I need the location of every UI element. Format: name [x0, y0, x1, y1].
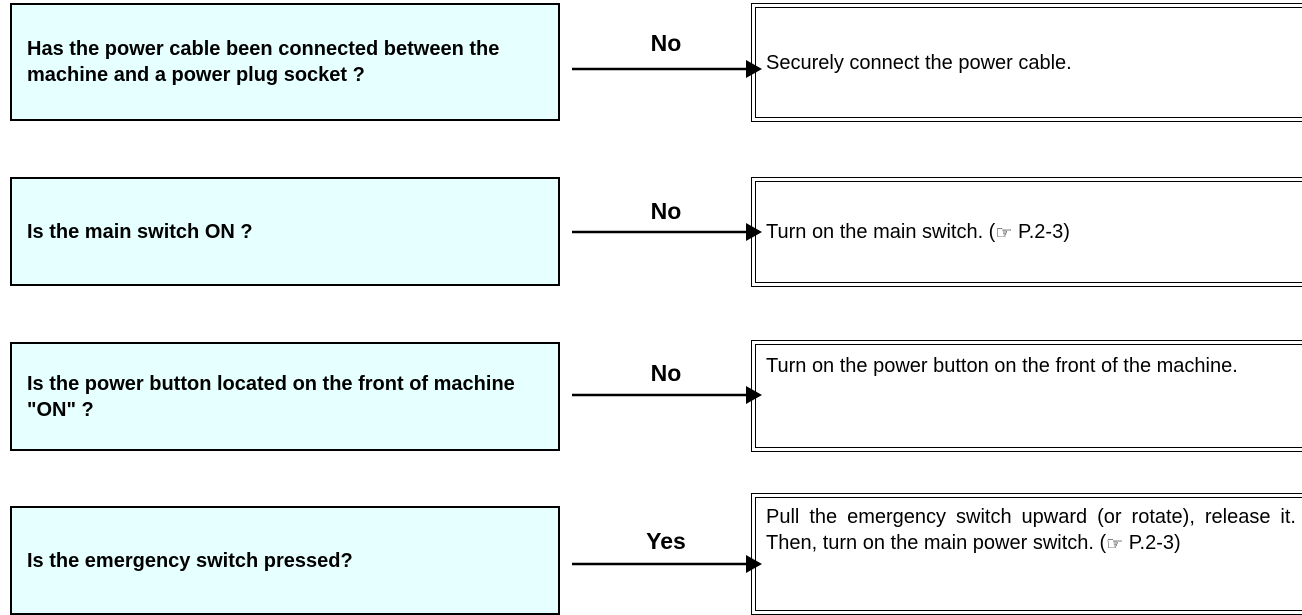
action-box: Turn on the power button on the front of… — [751, 340, 1302, 452]
question-box: Is the power button located on the front… — [10, 342, 560, 451]
action-box: Pull the emergency switch upward (or rot… — [751, 493, 1302, 615]
action-text: Securely connect the power cable. — [755, 7, 1302, 118]
action-box: Securely connect the power cable. — [751, 3, 1302, 122]
answer-label: No — [650, 30, 682, 56]
pointing-hand-reference-icon: ☞ — [1106, 534, 1124, 555]
question-box: Is the main switch ON ? — [10, 177, 560, 286]
arrow-right-icon — [572, 223, 762, 241]
answer-label: No — [650, 198, 682, 224]
question-text: Is the power button located on the front… — [27, 372, 515, 421]
pointing-hand-reference-icon: ☞ — [995, 222, 1013, 244]
question-text: Is the main switch ON ? — [27, 220, 253, 243]
action-text: Turn on the power button on the front of… — [755, 344, 1302, 448]
question-text: Has the power cable been connected betwe… — [27, 38, 500, 86]
answer-label: Yes — [646, 528, 686, 554]
question-text: Is the emergency switch pressed? — [27, 549, 353, 572]
answer-label: No — [650, 360, 682, 386]
question-box: Is the emergency switch pressed? — [10, 506, 560, 615]
question-box: Has the power cable been connected betwe… — [10, 3, 560, 121]
arrow-right-icon — [572, 386, 762, 404]
action-box: Turn on the main switch. (☞ P.2-3) — [751, 177, 1302, 287]
action-text: Pull the emergency switch upward (or rot… — [755, 497, 1302, 611]
arrow-right-icon — [572, 555, 762, 573]
arrow-right-icon — [572, 60, 762, 78]
action-text: Turn on the main switch. (☞ P.2-3) — [755, 181, 1302, 283]
